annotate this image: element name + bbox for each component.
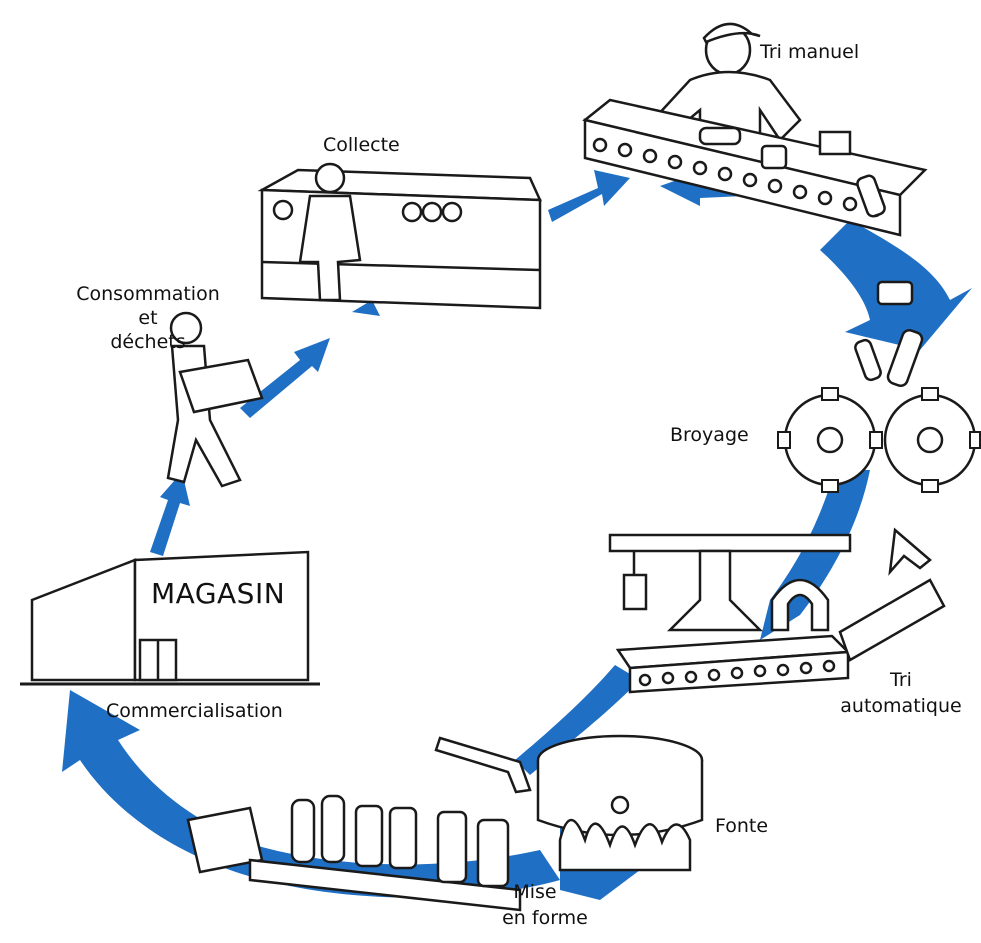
tri-manuel-illustration xyxy=(582,22,928,237)
arrow-collecte-to-tri-manuel xyxy=(548,170,630,222)
container-hole-3 xyxy=(421,201,443,223)
can-to-crush xyxy=(876,280,914,306)
mise-en-forme-illustration xyxy=(186,794,522,912)
form-belt xyxy=(248,858,522,912)
collecte-person-body xyxy=(298,194,362,302)
magasin-sign: MAGASIN xyxy=(151,577,285,610)
crate xyxy=(186,806,264,874)
label-automatique: automatique xyxy=(840,695,961,717)
sensor-camera xyxy=(622,573,648,611)
label-dechets: déchets xyxy=(110,331,185,353)
suction-hood xyxy=(666,549,764,632)
label-mise: Mise xyxy=(513,881,556,903)
arrow-tri-auto-to-fonte xyxy=(515,665,640,775)
label-et: et xyxy=(138,307,157,329)
jar-on-belt xyxy=(760,144,788,170)
bottle-1 xyxy=(290,798,316,864)
bottle-6 xyxy=(476,818,510,888)
label-collecte: Collecte xyxy=(323,134,400,156)
arrow-magasin-to-consommation xyxy=(150,472,190,556)
sort-belt-rollers xyxy=(638,659,836,687)
bottle-3 xyxy=(354,804,384,868)
flames xyxy=(558,818,692,872)
collecte-illustration xyxy=(257,162,542,310)
broyage-gears xyxy=(777,280,981,493)
label-tri-manuel: Tri manuel xyxy=(759,41,859,63)
gantry-beam xyxy=(608,533,852,553)
fonte-illustration xyxy=(434,734,704,872)
arrow-into-chute xyxy=(888,527,932,576)
label-consommation: Consommation xyxy=(76,283,220,305)
bottle-2 xyxy=(320,794,346,864)
container-hole-2 xyxy=(401,201,423,223)
tri-automatique-illustration xyxy=(608,527,946,694)
chute xyxy=(838,578,946,662)
label-tri: Tri xyxy=(889,669,912,691)
bottle-4 xyxy=(388,806,418,870)
bottle-on-belt xyxy=(698,126,742,146)
box-on-belt xyxy=(818,130,852,156)
magnet xyxy=(770,578,830,632)
collecte-person-head xyxy=(314,162,346,194)
container-hole-4 xyxy=(441,201,463,223)
arrow-mise-en-forme-to-commercialisation xyxy=(62,690,560,898)
consommation-person-head xyxy=(169,311,203,345)
conveyor-body xyxy=(583,118,902,237)
conveyor-rollers xyxy=(592,137,883,218)
label-fonte: Fonte xyxy=(715,815,768,837)
stage-labels: Tri manuel Collecte Consommation et déch… xyxy=(76,41,961,929)
bottle-to-crush-2 xyxy=(886,328,924,388)
worker-cap xyxy=(702,22,761,44)
label-broyage: Broyage xyxy=(670,424,749,446)
pour-spout xyxy=(434,736,532,794)
container-hole-1 xyxy=(272,199,294,221)
consommation-illustration xyxy=(166,311,264,488)
bottle-to-crush-1 xyxy=(854,338,882,382)
magasin-building xyxy=(20,550,320,686)
building-side xyxy=(30,558,137,682)
arrow-collecte-small xyxy=(352,300,380,316)
crate-carried xyxy=(178,358,264,414)
building-front xyxy=(133,550,310,682)
falling-bottle xyxy=(856,174,886,218)
label-en-forme: en forme xyxy=(502,907,588,929)
label-commercialisation: Commercialisation xyxy=(106,700,283,722)
bottle-5 xyxy=(436,810,468,884)
